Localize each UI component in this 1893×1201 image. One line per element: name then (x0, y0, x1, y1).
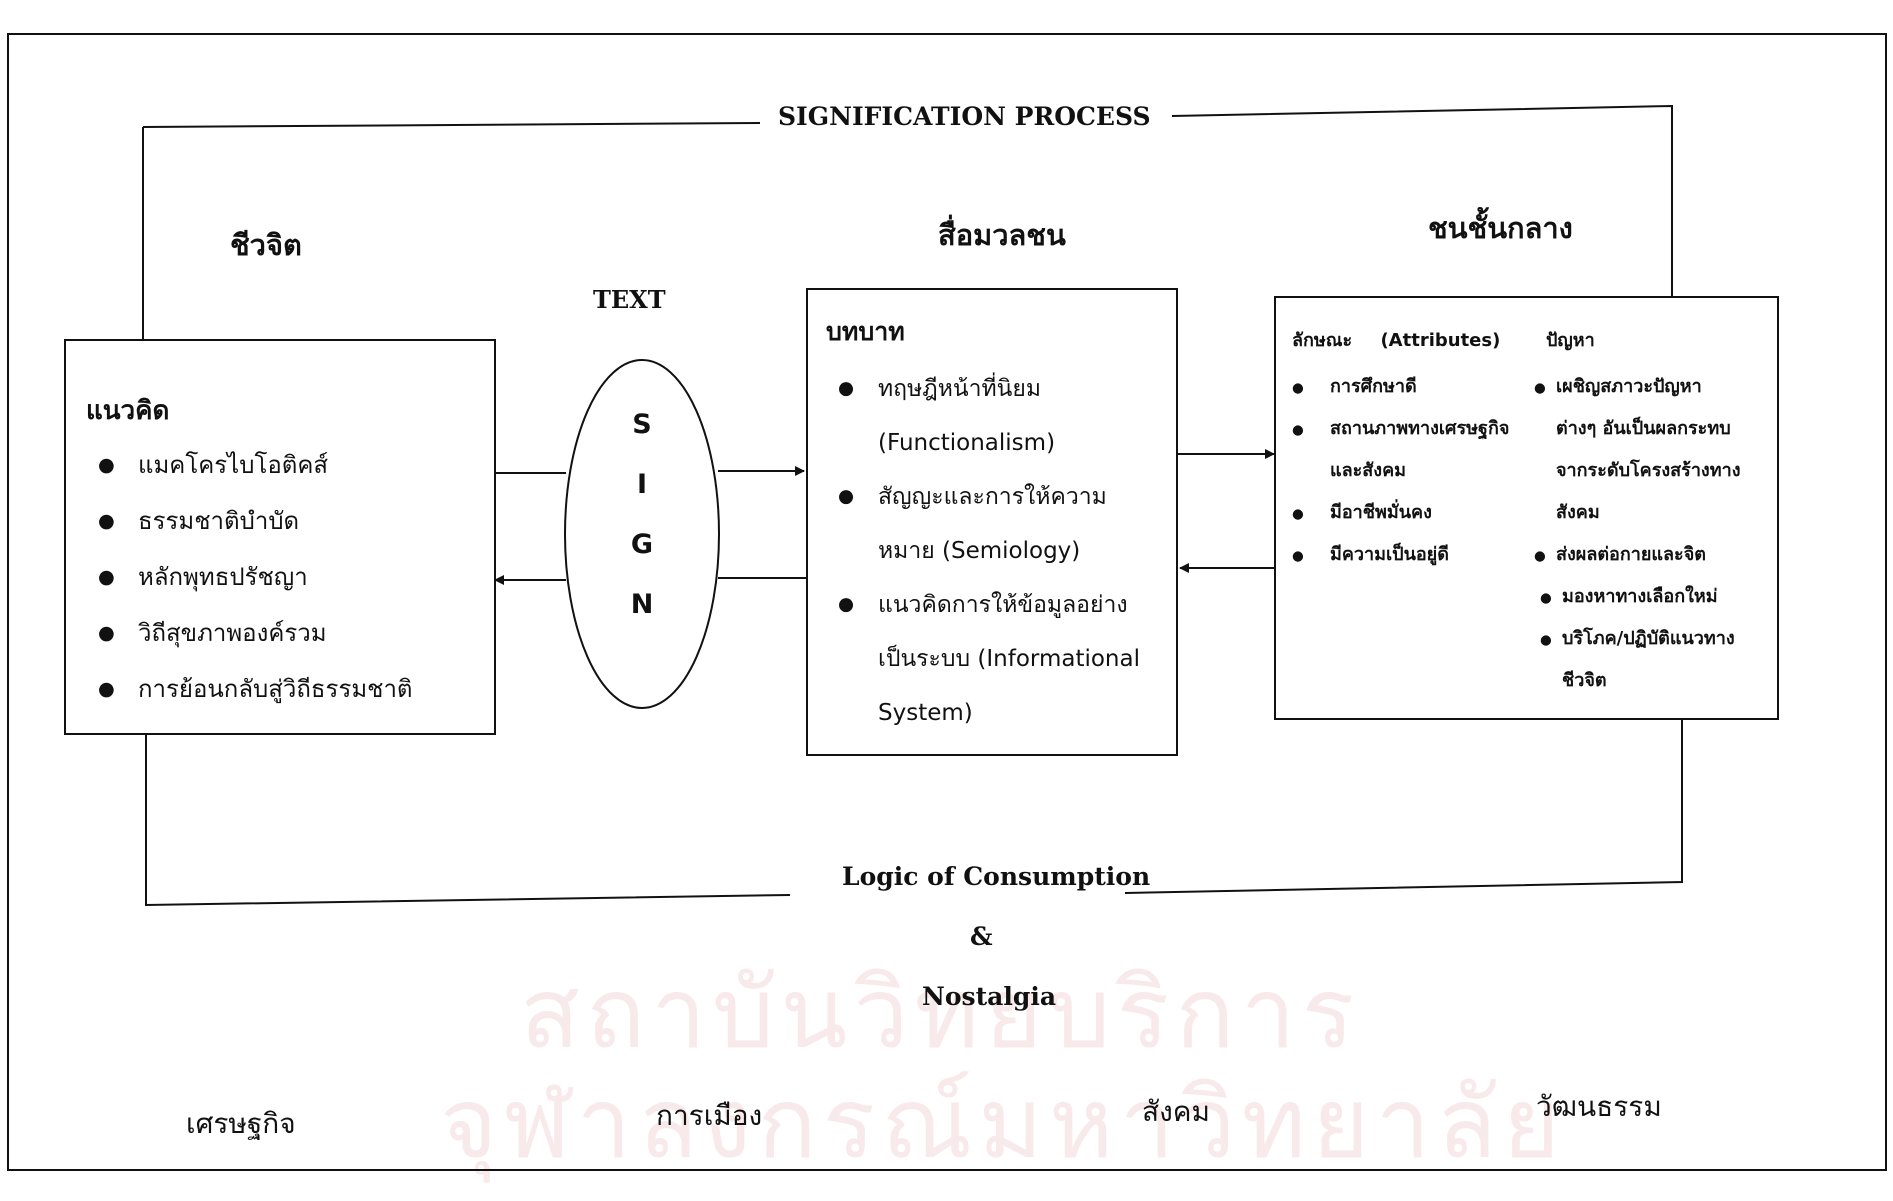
problem-line: เผชิญสภาวะปัญหา (1556, 376, 1702, 397)
sign-letter-i: I (636, 469, 648, 500)
logic-consumption-label: Logic of Consumption (842, 862, 1151, 891)
attribute-item: สถานภาพทางเศรษฐกิจ และสังคม (1292, 408, 1547, 492)
logic-ampersand: & (970, 922, 993, 951)
left-box-item: หลักพุทธปรัชญา (86, 549, 494, 605)
center-item-line: สัญญะและการให้ความ (878, 484, 1107, 510)
sign-letter-n: N (630, 589, 654, 620)
sign-letter-g: G (630, 529, 654, 560)
problem-line: บริโภค/ปฏิบัติแนวทาง (1562, 628, 1735, 649)
problem-item: ส่งผลต่อกายและจิต (1534, 534, 1772, 577)
attribute-item: มีความเป็นอยู่ดี (1292, 534, 1547, 577)
problem-line: จากระดับโครงสร้างทาง (1556, 460, 1741, 481)
attributes-heading-th: ลักษณะ (1292, 330, 1353, 351)
center-item-line: แนวคิดการให้ข้อมูลอย่าง (878, 592, 1128, 618)
diagram-lines (7, 33, 1887, 1171)
center-item-line: System) (878, 700, 973, 726)
left-heading: ชีวจิต (230, 228, 302, 262)
attributes-heading: ลักษณะ (Attributes) (1292, 320, 1547, 362)
problem-line: ต่างๆ อันเป็นผลกระทบ (1556, 418, 1731, 439)
sign-letters: S I G N (620, 395, 664, 635)
problem-item: มองหาทางเลือกใหม่ (1540, 576, 1772, 619)
center-item-line: ทฤษฎีหน้าที่นิยม (878, 376, 1042, 402)
attributes-column: ลักษณะ (Attributes) การศึกษาดี สถานภาพทา… (1292, 320, 1547, 577)
attribute-line: มีความเป็นอยู่ดี (1330, 544, 1449, 565)
process-frame-bottom-right (1124, 716, 1683, 894)
left-concept-box: แนวคิด แมคโครไบโอติคส์ ธรรมชาติบำบัด หลั… (64, 339, 496, 735)
nostalgia-label: Nostalgia (922, 982, 1057, 1011)
bottom-label-economy: เศรษฐกิจ (186, 1107, 296, 1140)
attribute-line: และสังคม (1330, 460, 1406, 481)
left-box-item: วิถีสุขภาพองค์รวม (86, 605, 494, 661)
center-role-box: บทบาท ทฤษฎีหน้าที่นิยม (Functionalism) ส… (806, 288, 1178, 756)
center-box-item: สัญญะและการให้ความ หมาย (Semiology) (826, 470, 1176, 578)
bottom-label-culture: วัฒนธรรม (1536, 1090, 1662, 1123)
attribute-line: การศึกษาดี (1330, 376, 1417, 397)
center-box-item: ทฤษฎีหน้าที่นิยม (Functionalism) (826, 362, 1176, 470)
center-box-item: แนวคิดการให้ข้อมูลอย่าง เป็นระบบ (Inform… (826, 578, 1176, 740)
left-box-item: ธรรมชาติบำบัด (86, 493, 494, 549)
process-frame-top-right (1171, 104, 1673, 298)
problem-line: มองหาทางเลือกใหม่ (1562, 586, 1718, 607)
attribute-item: การศึกษาดี (1292, 366, 1547, 409)
outer-frame (7, 33, 1887, 1171)
center-item-line: (Functionalism) (878, 430, 1056, 456)
center-item-line: หมาย (Semiology) (878, 538, 1081, 564)
problem-item: บริโภค/ปฏิบัติแนวทาง ชีวจิต (1540, 618, 1772, 702)
sign-letter-s: S (632, 409, 652, 440)
left-box-item: การย้อนกลับสู่วิถีธรรมชาติ (86, 661, 494, 717)
attributes-heading-en: (Attributes) (1380, 330, 1501, 351)
center-box-heading: บทบาท (826, 317, 905, 346)
problem-line: ชีวจิต (1562, 670, 1607, 691)
problem-line: สังคม (1556, 502, 1600, 523)
process-frame-left-lower (145, 734, 791, 907)
problems-column: ปัญหา เผชิญสภาวะปัญหา ต่างๆ อันเป็นผลกระ… (1534, 320, 1772, 702)
bottom-label-society: สังคม (1142, 1095, 1210, 1128)
problems-heading: ปัญหา (1546, 330, 1595, 351)
right-attributes-box: ลักษณะ (Attributes) การศึกษาดี สถานภาพทา… (1274, 296, 1779, 720)
attribute-line: สถานภาพทางเศรษฐกิจ (1330, 418, 1510, 439)
right-heading: ชนชั้นกลาง (1428, 211, 1573, 245)
process-frame-top-left (142, 122, 761, 128)
watermark-line-2: จุฬาลงกรณ์มหาวิทยาลัย (440, 1067, 1567, 1181)
watermark-line-1: สถาบันวิทยบริการ (520, 957, 1361, 1071)
left-box-item: แมคโครไบโอติคส์ (86, 437, 494, 493)
center-heading: สื่อมวลชน (938, 218, 1066, 252)
diagram-title: SIGNIFICATION PROCESS (770, 102, 1159, 131)
problem-line: ส่งผลต่อกายและจิต (1556, 544, 1706, 565)
center-item-line: เป็นระบบ (Informational (878, 646, 1140, 672)
attribute-item: มีอาชีพมั่นคง (1292, 492, 1547, 535)
attribute-line: มีอาชีพมั่นคง (1330, 502, 1432, 523)
sign-ellipse (564, 359, 720, 709)
bottom-label-politics: การเมือง (656, 1099, 763, 1132)
left-box-heading: แนวคิด (86, 396, 170, 426)
problem-item: เผชิญสภาวะปัญหา ต่างๆ อันเป็นผลกระทบ จาก… (1534, 366, 1772, 534)
text-label: TEXT (593, 285, 666, 314)
